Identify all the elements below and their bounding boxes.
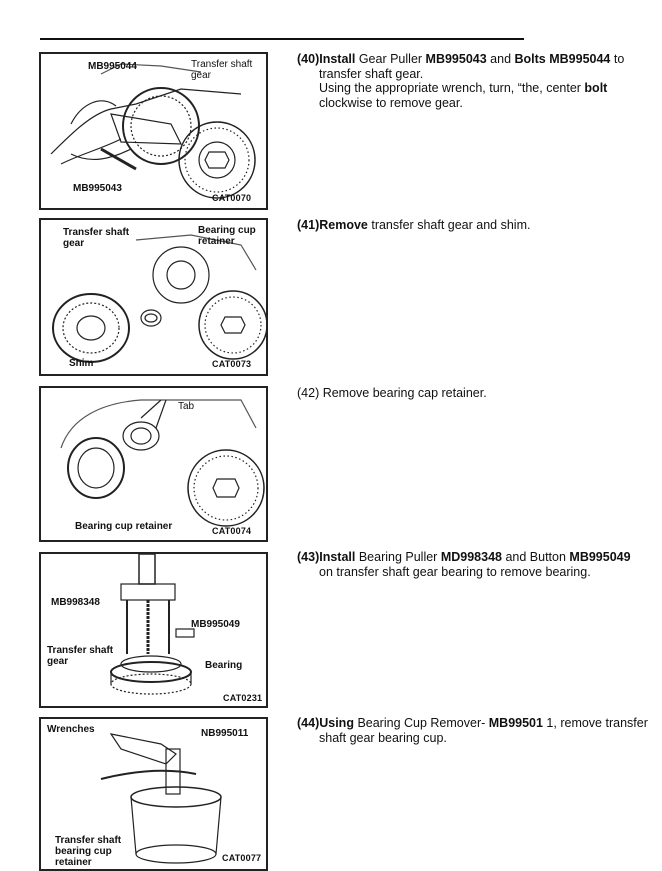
bearing-puller-illustration <box>110 554 195 695</box>
illustration-panel-4: MB998348 MB995049 Transfer shaft gear Be… <box>39 552 268 708</box>
part-label-shim: Shim <box>69 358 94 369</box>
step-line: transfer shaft gear. <box>319 66 424 81</box>
step-text: Bearing Puller <box>355 550 441 564</box>
step-line: clockwise to remove gear. <box>319 95 463 110</box>
step-number: (43) <box>297 550 320 564</box>
step-bold-text: bolt <box>584 81 608 95</box>
part-label-retainer: retainer <box>55 857 92 868</box>
tab-label: Tab <box>178 401 195 412</box>
step-text: 1, remove transfer <box>542 716 648 730</box>
top-rule <box>40 38 524 40</box>
step-verb: Install <box>319 550 356 564</box>
step-text: Using the appropriate wrench, turn, “the… <box>319 81 585 95</box>
part-label-bearing-cup: bearing cup <box>55 846 112 857</box>
step-line: shaft gear bearing cup. <box>319 730 447 745</box>
part-label-bearing-cup-retainer: Bearing cup retainer <box>75 521 173 532</box>
tool-number: MB995043 <box>425 52 487 66</box>
tool-number: MD998348 <box>440 550 502 564</box>
step-line: (40)Install Gear Puller MB995043 and Bol… <box>297 52 652 67</box>
figure-code: CAT0077 <box>222 853 262 863</box>
step-41: (41)Remove transfer shaft gear and shim. <box>297 218 652 233</box>
tool-number: MB99501 <box>488 716 543 730</box>
step-40: (40)Install Gear Puller MB995043 and Bol… <box>297 52 652 110</box>
step-number: (41) <box>297 218 320 232</box>
illustration-panel-3: Tab Bearing cup retainer CAT0074 <box>39 386 268 542</box>
step-line: on transfer shaft gear bearing to remove… <box>319 564 591 579</box>
part-label-transfer-shaft: Transfer shaft <box>63 227 130 238</box>
step-text: (42) Remove bearing cap retainer. <box>297 386 487 400</box>
part-label-retainer: retainer <box>198 236 235 247</box>
part-label-transfer-shaft: Transfer shaft <box>55 835 122 846</box>
bearing-retainer-illustration <box>60 399 265 527</box>
step-text: transfer shaft gear and shim. <box>367 218 531 232</box>
step-text: and <box>486 52 515 66</box>
step-44: (44)Using Bearing Cup Remover- MB99501 1… <box>297 716 652 745</box>
part-label-bearing-cup: Bearing cup <box>198 225 256 236</box>
step-line: (43)Install Bearing Puller MD998348 and … <box>297 550 652 565</box>
step-text: Bearing Cup Remover- <box>353 716 489 730</box>
tool-label-nb995011: NB995011 <box>201 728 249 739</box>
gear-puller-illustration <box>50 63 256 199</box>
step-text: and Button <box>501 550 570 564</box>
step-verb: Using <box>319 716 354 730</box>
tool-label-mb998348: MB998348 <box>51 597 100 608</box>
step-number: (44) <box>297 716 320 730</box>
part-label-gear: gear <box>191 70 212 81</box>
figure-code: CAT0073 <box>212 359 252 369</box>
part-label-gear: gear <box>47 656 69 667</box>
illustration-panel-5: Wrenches NB995011 Transfer shaft bearing… <box>39 717 268 871</box>
tool-label-mb995043: MB995043 <box>73 183 122 194</box>
tool-number: Bolts MB995044 <box>514 52 611 66</box>
step-verb: Remove <box>319 218 368 232</box>
step-text: Gear Puller <box>355 52 426 66</box>
tool-label-mb995044: MB995044 <box>88 61 137 72</box>
gear-shim-illustration <box>52 234 266 363</box>
step-verb: Install <box>319 52 356 66</box>
tool-label-mb995049: MB995049 <box>191 619 240 630</box>
tool-number: MB995049 <box>569 550 631 564</box>
illustration-panel-1: MB995044 Transfer shaft gear MB995043 CA… <box>39 52 268 210</box>
step-text: to <box>610 52 625 66</box>
figure-code: CAT0070 <box>212 193 252 203</box>
part-label-gear: gear <box>63 238 85 249</box>
step-line: Using the appropriate wrench, turn, “the… <box>297 81 652 96</box>
part-label-transfer-shaft: Transfer shaft <box>47 645 114 656</box>
step-42: (42) Remove bearing cap retainer. <box>297 386 652 401</box>
step-line: (44)Using Bearing Cup Remover- MB99501 1… <box>297 716 652 731</box>
step-43: (43)Install Bearing Puller MD998348 and … <box>297 550 652 579</box>
part-label-transfer-shaft: Transfer shaft <box>191 59 253 70</box>
figure-code: CAT0074 <box>212 526 252 536</box>
tool-label-wrenches: Wrenches <box>47 724 95 735</box>
figure-code: CAT0231 <box>223 693 263 703</box>
step-number: (40) <box>297 52 320 66</box>
bearing-cup-remover-illustration <box>100 733 222 864</box>
illustration-panel-2: Transfer shaft gear Bearing cup retainer… <box>39 218 268 376</box>
part-label-bearing: Bearing <box>205 660 243 671</box>
